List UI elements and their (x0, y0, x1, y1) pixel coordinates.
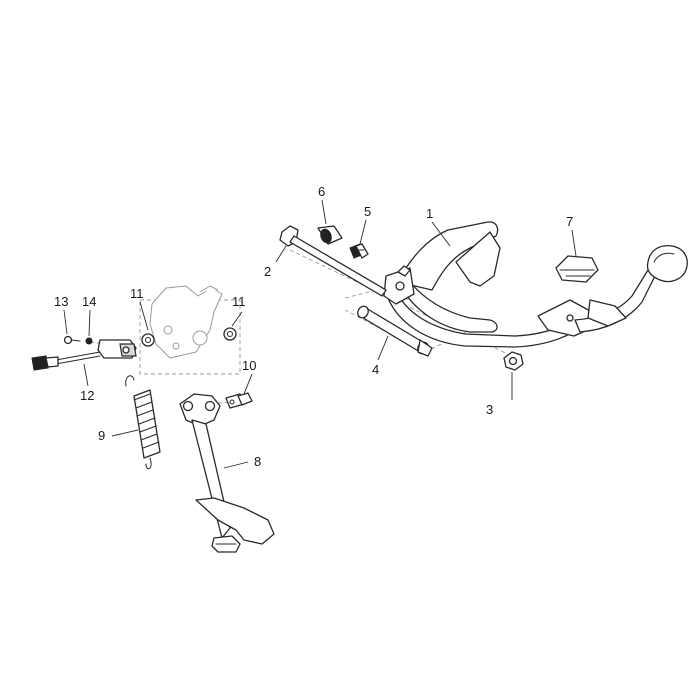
callout-10: 10 (242, 358, 256, 373)
small-washer (85, 337, 93, 345)
center-stand-frame (383, 221, 688, 348)
callout-7: 7 (566, 214, 573, 229)
sidestand-switch (31, 339, 137, 371)
callout-11-right: 11 (232, 294, 246, 309)
callout-5: 5 (364, 204, 371, 219)
rubber-stopper (555, 255, 599, 283)
spring-sleeve (349, 243, 369, 259)
sidestand-mounting-bracket (149, 285, 223, 359)
bushing (317, 225, 343, 245)
nut (503, 351, 524, 371)
callout-13: 13 (54, 294, 68, 309)
washer-left (141, 333, 155, 347)
callout-4: 4 (372, 362, 379, 377)
callout-12: 12 (80, 388, 94, 403)
long-bolt (279, 225, 387, 297)
callout-3: 3 (486, 402, 493, 417)
callout-6: 6 (318, 184, 325, 199)
callout-8: 8 (254, 454, 261, 469)
stand-pin (225, 392, 253, 409)
return-spring (125, 375, 161, 470)
callout-1: 1 (426, 206, 433, 221)
callout-9: 9 (98, 428, 105, 443)
pivot-tube (357, 305, 433, 357)
callout-14: 14 (82, 294, 96, 309)
callout-numbers: 1 2 3 4 5 6 7 8 9 10 11 11 12 13 14 (54, 184, 573, 469)
side-stand (179, 393, 275, 553)
callout-2: 2 (264, 264, 271, 279)
washer-right (223, 327, 237, 341)
callout-11-left: 11 (130, 286, 144, 301)
screw (63, 335, 81, 345)
leader-lines (63, 199, 577, 469)
